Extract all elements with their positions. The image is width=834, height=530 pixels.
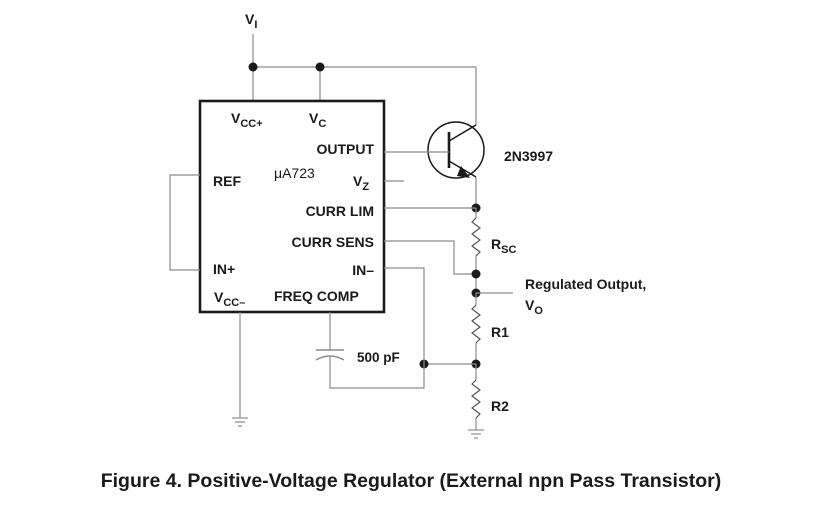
pin-ref: REF [213,173,241,189]
ground-icon [468,429,484,439]
ground-icon [232,417,248,427]
pin-vcc-plus: VCC+ [231,110,263,130]
capacitor-symbol [315,312,425,389]
pin-vcc-minus: VCC– [214,289,245,309]
r2-resistor [471,364,481,430]
r1-label: R1 [491,324,509,340]
output-label-line2: VO [525,297,543,317]
transistor-label: 2N3997 [504,148,553,164]
ref-inplus-wire [169,174,200,271]
npn-transistor-symbol [384,121,485,179]
supply-label: VI [245,11,257,31]
pin-vz: VZ [353,173,369,193]
pin-in-plus: IN+ [213,261,235,277]
in-minus-wire [384,267,425,364]
vc-junction-dot [315,62,325,72]
figure-caption: Figure 4. Positive-Voltage Regulator (Ex… [101,470,722,492]
pin-curr-sens: CURR SENS [292,234,374,250]
ic-body [198,99,386,314]
r2-label: R2 [491,398,509,414]
ic-part-label: μA723 [274,165,315,181]
pin-freq-comp: FREQ COMP [274,288,359,304]
curr-sens-wire [384,240,476,275]
output-label-line1: Regulated Output, [525,276,646,292]
rsc-label: RSC [491,236,516,256]
pin-output: OUTPUT [316,141,374,157]
pin-in-minus: IN– [352,262,374,278]
r1-resistor [471,293,481,364]
currsens-junction-dot [471,269,481,279]
pin-vc: VC [309,110,326,130]
supply-junction-dot [248,62,258,72]
pin-curr-lim: CURR LIM [306,203,374,219]
capacitor-label: 500 pF [357,350,400,365]
rsc-resistor [471,208,481,293]
